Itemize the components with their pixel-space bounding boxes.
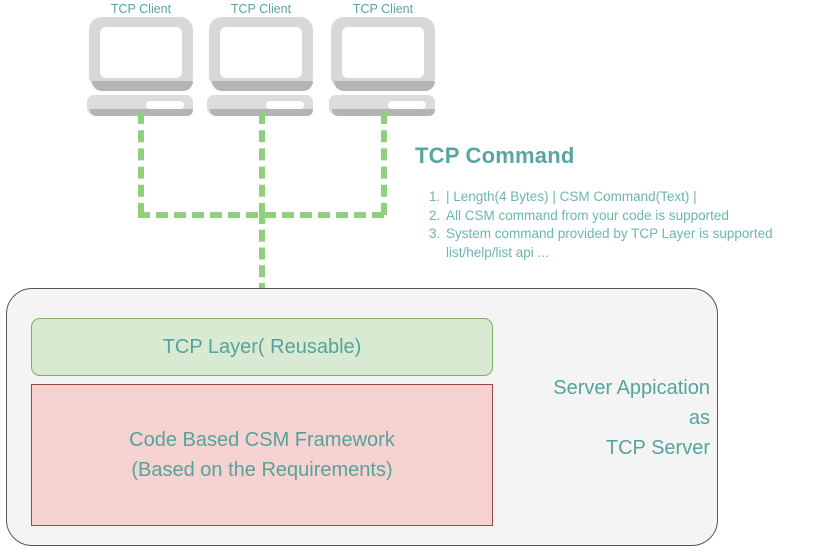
list-item-text: System command provided by TCP Layer is … xyxy=(446,226,773,241)
tcp-client-3-label: TCP Client xyxy=(352,2,414,16)
list-item: 3. System command provided by TCP Layer … xyxy=(429,225,819,244)
laptop-screen xyxy=(342,27,424,78)
server-app-line-2: as xyxy=(688,407,710,429)
laptop-screen xyxy=(220,27,302,78)
laptop-icon xyxy=(329,17,437,116)
laptop-monitor-shadow xyxy=(212,81,313,91)
csm-framework-label: Code Based CSM Framework (Based on the R… xyxy=(129,425,395,485)
tcp-client-1: TCP Client xyxy=(87,2,195,116)
laptop-trackpad xyxy=(146,101,184,109)
laptop-monitor xyxy=(209,17,313,89)
csm-framework-line-1: Code Based CSM Framework xyxy=(129,429,395,451)
tcp-layer-label: TCP Layer( Reusable) xyxy=(162,335,362,358)
server-application-label: Server Appication as TCP Server xyxy=(500,373,710,463)
connection-line-client-3 xyxy=(381,112,387,215)
connection-line-to-server xyxy=(259,212,265,295)
csm-framework-line-2: (Based on the Requirements) xyxy=(131,459,393,481)
list-item-number: 3. xyxy=(429,226,441,241)
list-item: 1. | Length(4 Bytes) | CSM Command(Text)… xyxy=(429,188,819,207)
csm-framework-box: Code Based CSM Framework (Based on the R… xyxy=(31,384,493,526)
laptop-monitor-shadow xyxy=(334,81,435,91)
connection-line-client-1 xyxy=(138,112,144,215)
tcp-client-1-label: TCP Client xyxy=(110,2,172,16)
tcp-client-3: TCP Client xyxy=(329,2,437,116)
laptop-screen xyxy=(100,27,182,78)
list-item-continuation: list/help/list api ... xyxy=(446,244,549,260)
laptop-icon xyxy=(87,17,195,116)
list-item-number: 1. xyxy=(429,189,441,204)
tcp-client-2: TCP Client xyxy=(207,2,315,116)
laptop-monitor xyxy=(331,17,435,89)
tcp-layer-box: TCP Layer( Reusable) xyxy=(31,318,493,376)
list-item-text: | Length(4 Bytes) | CSM Command(Text) | xyxy=(446,189,697,204)
list-item: 2. All CSM command from your code is sup… xyxy=(429,207,819,226)
connection-line-client-2 xyxy=(259,112,265,215)
list-item-text: All CSM command from your code is suppor… xyxy=(446,207,729,223)
laptop-monitor-shadow xyxy=(92,81,193,91)
list-item-number: 2. xyxy=(429,207,441,223)
server-app-line-1: Server Appication xyxy=(553,377,710,399)
tcp-command-title: TCP Command xyxy=(415,143,575,168)
tcp-command-list: 1. | Length(4 Bytes) | CSM Command(Text)… xyxy=(429,188,819,262)
server-app-line-3: TCP Server xyxy=(605,437,710,459)
laptop-trackpad xyxy=(266,101,304,109)
laptop-trackpad xyxy=(388,101,426,109)
tcp-client-2-label: TCP Client xyxy=(230,2,292,16)
laptop-icon xyxy=(207,17,315,116)
laptop-monitor xyxy=(89,17,193,89)
